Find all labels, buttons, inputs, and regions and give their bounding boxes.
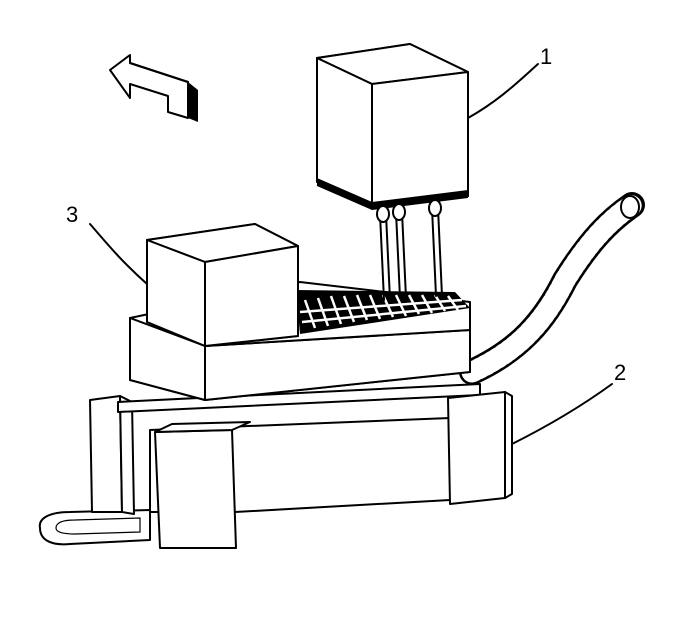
arrow-left-icon [109, 54, 198, 122]
mounting-bracket [38, 395, 151, 546]
terminal-grid [296, 290, 470, 334]
housing-lower [117, 383, 513, 549]
relay-removed [316, 43, 469, 301]
installed-relay [146, 223, 299, 347]
relay-terminals [376, 199, 443, 301]
callout-2: 2 [511, 360, 626, 445]
callout-1: 1 [467, 44, 552, 119]
callout-3: 3 [66, 202, 148, 285]
harness-conduit [459, 192, 645, 385]
callout-label-1: 1 [540, 44, 552, 69]
callout-label-2: 2 [614, 360, 626, 385]
callout-label-3: 3 [66, 202, 78, 227]
